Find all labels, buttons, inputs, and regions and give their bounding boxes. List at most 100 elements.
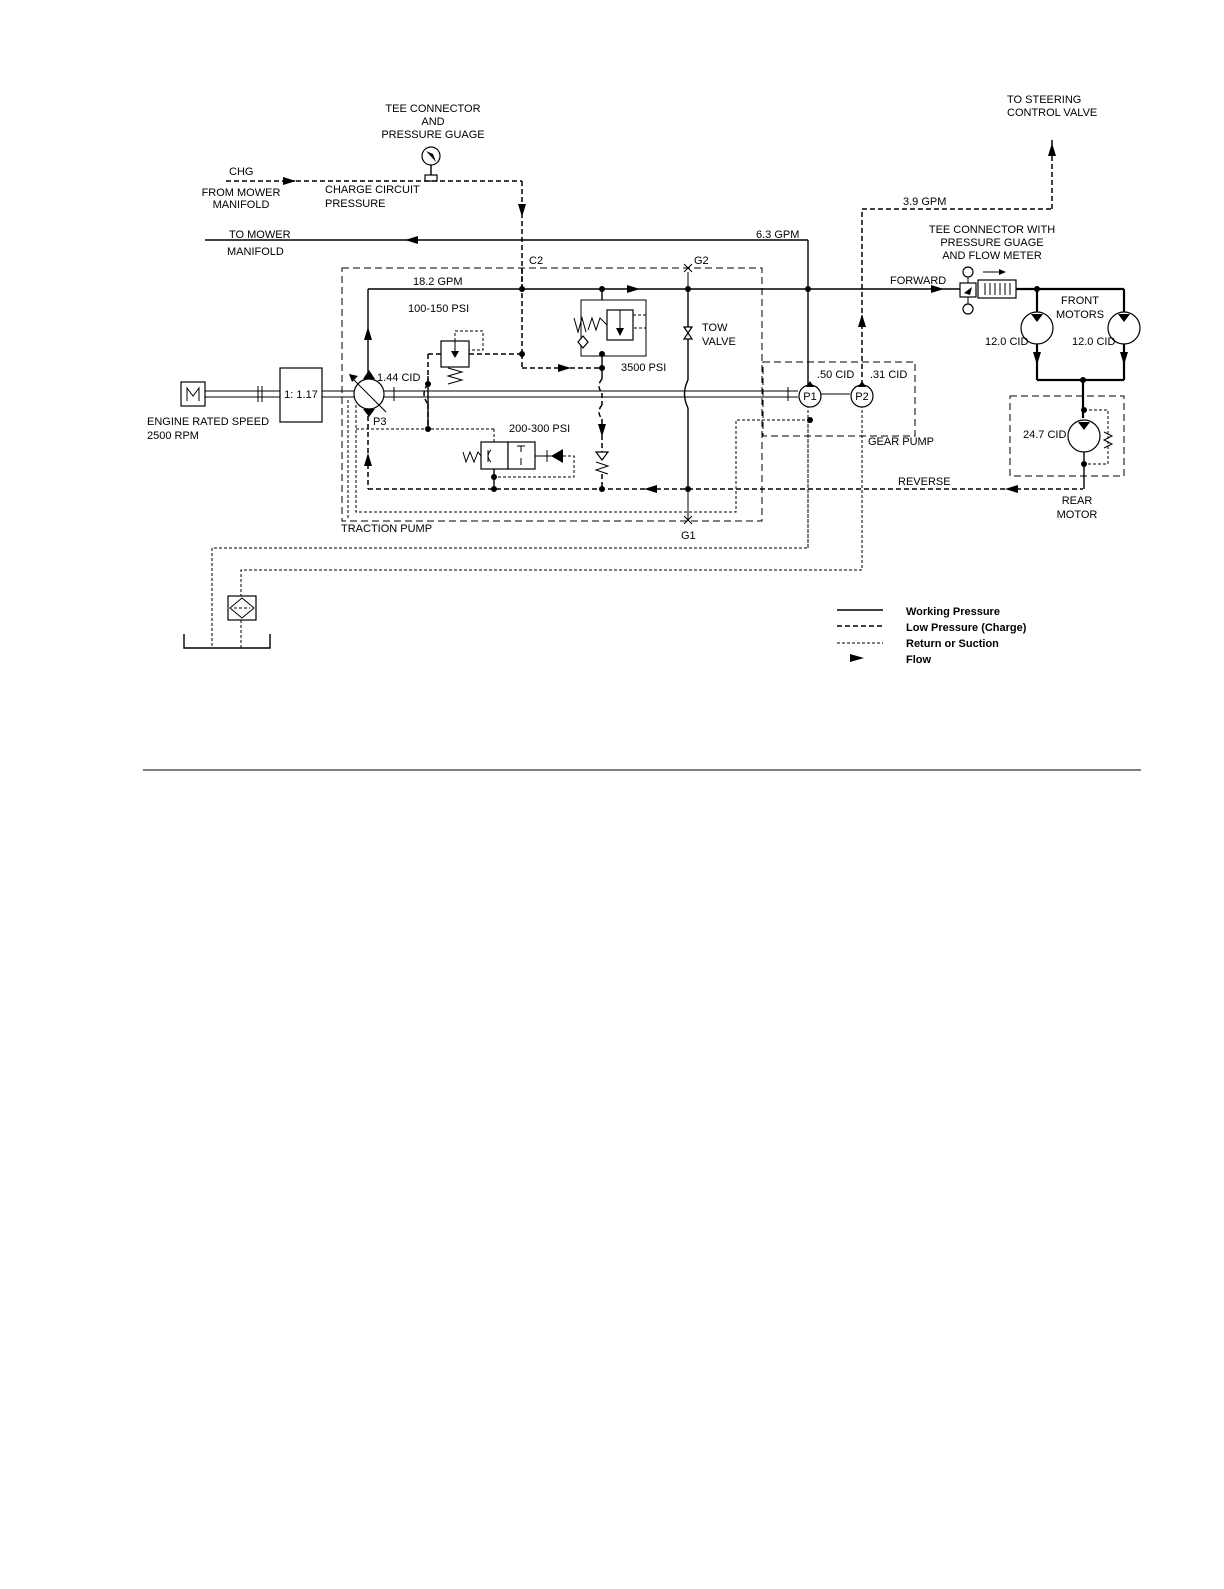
to-mower-manifold-line bbox=[205, 236, 809, 385]
cid-24-7-label: 24.7 CID bbox=[1023, 429, 1066, 441]
svg-text:FRONT: FRONT bbox=[1061, 295, 1099, 307]
svg-text:24.7 CID: 24.7 CID bbox=[1023, 429, 1066, 441]
svg-text:P1: P1 bbox=[803, 391, 816, 403]
svg-text:TOW: TOW bbox=[702, 322, 728, 334]
svg-text:TO STEERING: TO STEERING bbox=[1007, 94, 1081, 106]
gpm-18-2-label: 18.2 GPM bbox=[413, 276, 463, 288]
svg-text:G2: G2 bbox=[694, 255, 709, 267]
gear-pump-label: GEAR PUMP bbox=[868, 436, 934, 448]
traction-pump-enclosure bbox=[341, 267, 763, 522]
svg-text:REAR: REAR bbox=[1062, 495, 1093, 507]
svg-text:C2: C2 bbox=[529, 255, 543, 267]
front-motor-left-icon bbox=[1020, 311, 1054, 345]
svg-text:PRESSURE GUAGE: PRESSURE GUAGE bbox=[381, 129, 484, 141]
svg-text:1: 1.17: 1: 1.17 bbox=[284, 389, 318, 401]
svg-text:CONTROL VALVE: CONTROL VALVE bbox=[1007, 107, 1097, 119]
legend-label-working: Working Pressure bbox=[906, 606, 1000, 618]
svg-text:P2: P2 bbox=[855, 391, 868, 403]
check-valve-chain bbox=[594, 368, 610, 489]
rear-motor-enclosure bbox=[1009, 395, 1125, 477]
legend-label-return: Return or Suction bbox=[906, 638, 999, 650]
svg-text:18.2 GPM: 18.2 GPM bbox=[413, 276, 463, 288]
svg-text:6.3 GPM: 6.3 GPM bbox=[756, 229, 799, 241]
reverse-label: REVERSE bbox=[898, 476, 951, 488]
svg-text:12.0 CID: 12.0 CID bbox=[985, 336, 1028, 348]
svg-text:AND FLOW METER: AND FLOW METER bbox=[942, 250, 1042, 262]
svg-text:MOTOR: MOTOR bbox=[1057, 509, 1098, 521]
svg-text:100-150 PSI: 100-150 PSI bbox=[408, 303, 469, 315]
svg-text:MANIFOLD: MANIFOLD bbox=[227, 246, 284, 258]
tow-valve-icon bbox=[682, 289, 694, 489]
svg-text:GEAR PUMP: GEAR PUMP bbox=[868, 436, 934, 448]
high-pressure-relief-icon bbox=[573, 289, 647, 368]
svg-text:12.0 CID: 12.0 CID bbox=[1072, 336, 1115, 348]
svg-text:TRACTION PUMP: TRACTION PUMP bbox=[341, 523, 432, 535]
traction-pump-label: TRACTION PUMP bbox=[341, 523, 432, 535]
svg-text:.50 CID: .50 CID bbox=[817, 369, 854, 381]
legend-label-low: Low Pressure (Charge) bbox=[906, 622, 1027, 634]
c2-label: C2 bbox=[529, 255, 543, 267]
cid-12-right-label: 12.0 CID bbox=[1072, 336, 1115, 348]
svg-text:3500 PSI: 3500 PSI bbox=[621, 362, 666, 374]
rear-motor-icon bbox=[1067, 409, 1114, 489]
svg-text:ENGINE RATED SPEED: ENGINE RATED SPEED bbox=[147, 416, 269, 428]
variable-pump-p3-icon bbox=[349, 370, 387, 417]
tow-valve-label: TOW VALVE bbox=[702, 322, 736, 348]
cid-50-label: .50 CID bbox=[817, 369, 854, 381]
rear-motor-label: REAR MOTOR bbox=[1057, 495, 1098, 521]
front-motor-right-icon bbox=[1107, 311, 1141, 345]
psi-200-300-label: 200-300 PSI bbox=[509, 423, 570, 435]
charge-circuit-pressure-label: CHARGE CIRCUIT PRESSURE bbox=[325, 184, 420, 210]
svg-text:VALVE: VALVE bbox=[702, 336, 736, 348]
svg-text:.31 CID: .31 CID bbox=[870, 369, 907, 381]
svg-text:PRESSURE GUAGE: PRESSURE GUAGE bbox=[940, 237, 1043, 249]
forward-label: FORWARD bbox=[890, 275, 946, 287]
front-motors-label: FRONT MOTORS bbox=[1056, 295, 1104, 321]
svg-text:3.9 GPM: 3.9 GPM bbox=[903, 196, 946, 208]
junction-dots bbox=[425, 286, 1087, 492]
cid-1-44-label: 1.44 CID bbox=[377, 372, 420, 384]
svg-text:MANIFOLD: MANIFOLD bbox=[213, 199, 270, 211]
from-mower-manifold-label: FROM MOWER MANIFOLD bbox=[202, 187, 281, 211]
tee-flow-meter-label: TEE CONNECTOR WITH PRESSURE GUAGE AND FL… bbox=[929, 224, 1055, 262]
gear-pump-p2-icon: P2 bbox=[850, 381, 874, 408]
svg-text:CHARGE CIRCUIT: CHARGE CIRCUIT bbox=[325, 184, 420, 196]
charge-relief-valve-icon bbox=[440, 330, 484, 385]
gearbox: 1: 1.17 bbox=[279, 367, 323, 423]
legend-label-flow: Flow bbox=[906, 654, 931, 666]
svg-text:P3: P3 bbox=[373, 416, 386, 428]
svg-text:TO MOWER: TO MOWER bbox=[229, 229, 291, 241]
g2-label: G2 bbox=[694, 255, 709, 267]
gear-pump-p1-icon: P1 bbox=[798, 381, 822, 408]
p3-label: P3 bbox=[373, 416, 386, 428]
reverse-loop-line bbox=[364, 416, 1083, 493]
g1-label: G1 bbox=[681, 530, 696, 542]
g1-port-icon bbox=[683, 489, 693, 525]
forward-loop-line bbox=[364, 285, 960, 378]
chg-label: CHG bbox=[229, 166, 253, 178]
svg-text:TEE CONNECTOR WITH: TEE CONNECTOR WITH bbox=[929, 224, 1055, 236]
gpm-3-9-label: 3.9 GPM bbox=[903, 196, 946, 208]
gpm-6-3-label: 6.3 GPM bbox=[756, 229, 799, 241]
reservoir-icon bbox=[183, 634, 271, 649]
psi-100-150-label: 100-150 PSI bbox=[408, 303, 469, 315]
to-mower-manifold-label: TO MOWER MANIFOLD bbox=[227, 229, 291, 258]
svg-text:1.44 CID: 1.44 CID bbox=[377, 372, 420, 384]
svg-text:PRESSURE: PRESSURE bbox=[325, 198, 386, 210]
charge-inlet-line bbox=[226, 177, 526, 352]
to-steering-label: TO STEERING CONTROL VALVE bbox=[1007, 94, 1097, 119]
svg-text:AND: AND bbox=[421, 116, 444, 128]
engine-rated-speed-label: ENGINE RATED SPEED 2500 RPM bbox=[147, 416, 269, 442]
legend-flow-arrow-icon bbox=[850, 654, 864, 662]
svg-text:MOTORS: MOTORS bbox=[1056, 309, 1104, 321]
gear-pump-enclosure bbox=[762, 361, 916, 437]
engine-icon bbox=[180, 381, 206, 407]
cid-31-label: .31 CID bbox=[870, 369, 907, 381]
drive-shaft bbox=[205, 386, 850, 402]
svg-text:200-300 PSI: 200-300 PSI bbox=[509, 423, 570, 435]
filter-icon bbox=[227, 595, 257, 621]
svg-text:REVERSE: REVERSE bbox=[898, 476, 951, 488]
svg-text:FROM MOWER: FROM MOWER bbox=[202, 187, 281, 199]
cid-12-left-label: 12.0 CID bbox=[985, 336, 1028, 348]
